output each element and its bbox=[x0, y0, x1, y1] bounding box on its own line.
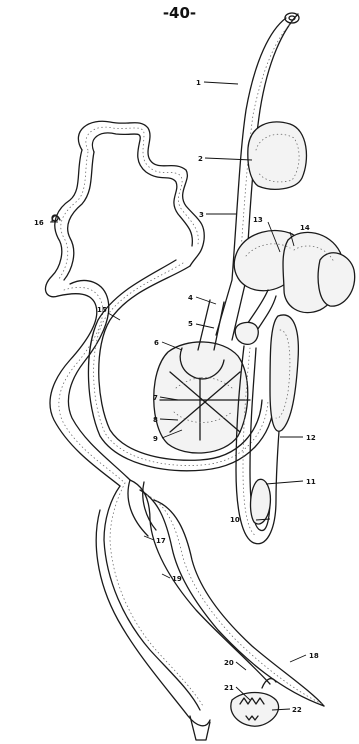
terminal-cluster bbox=[231, 679, 279, 727]
label-15: 15 bbox=[97, 306, 107, 314]
label-21: 21 bbox=[224, 684, 234, 692]
label-11: 11 bbox=[306, 478, 316, 486]
label-18: 18 bbox=[309, 652, 319, 660]
right-lobes bbox=[234, 231, 354, 332]
label-12: 12 bbox=[306, 434, 316, 442]
label-4: 4 bbox=[188, 294, 193, 302]
label-1: 1 bbox=[196, 79, 201, 87]
label-9: 9 bbox=[153, 435, 158, 443]
central-organ bbox=[154, 342, 250, 453]
label-8: 8 bbox=[153, 416, 158, 424]
label-7: 7 bbox=[153, 394, 158, 402]
label-6: 6 bbox=[154, 339, 159, 347]
label-20: 20 bbox=[224, 659, 234, 667]
label-5: 5 bbox=[188, 320, 193, 328]
lower-ducts bbox=[96, 480, 324, 740]
sac bbox=[248, 122, 307, 189]
label-13: 13 bbox=[253, 216, 263, 224]
label-16: 16 bbox=[34, 219, 44, 227]
label-14: 14 bbox=[300, 224, 310, 232]
label-10: 10 bbox=[230, 516, 240, 524]
label-22: 22 bbox=[292, 706, 302, 714]
label-19: 19 bbox=[172, 575, 182, 583]
label-17: 17 bbox=[156, 537, 166, 545]
label-3: 3 bbox=[199, 211, 204, 219]
label-2: 2 bbox=[198, 155, 203, 163]
